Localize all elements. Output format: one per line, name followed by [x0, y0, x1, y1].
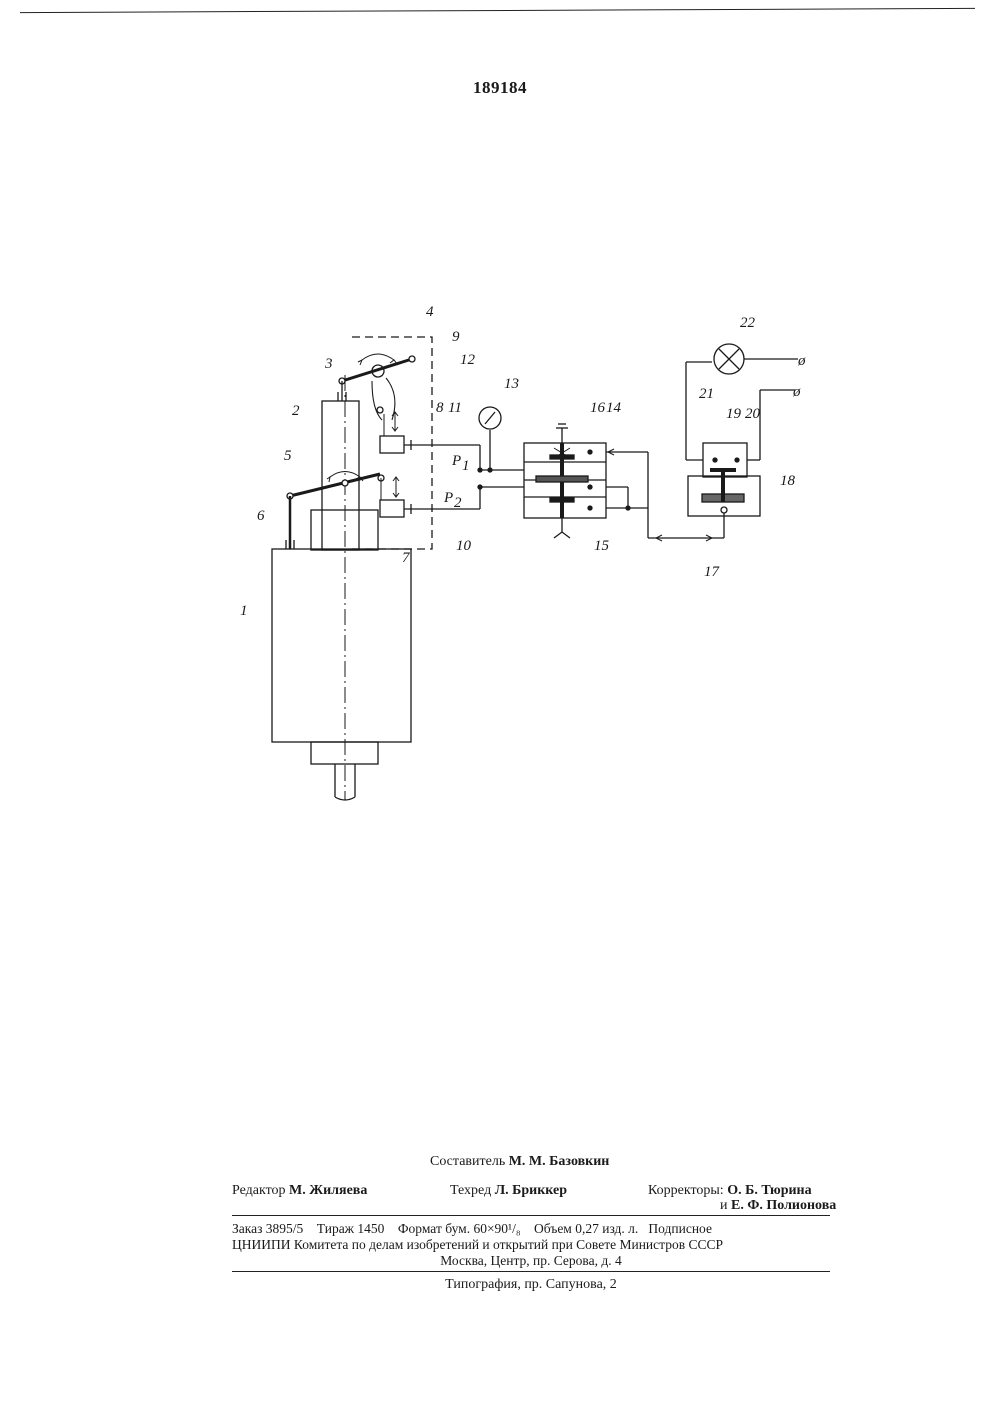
corrector-2-line: и Е. Ф. Полионова: [720, 1198, 836, 1214]
order-line: Заказ 3895/5 Тираж 1450 Формат бум. 60×9…: [232, 1221, 830, 1237]
technical-drawing: 1 2 3 4 5 6 7 8 9 10 11 12 13 14 15 16 1…: [0, 0, 1000, 1000]
correctors-line: Корректоры: О. Б. Тюрина: [648, 1183, 812, 1199]
terminal-bottom: ø: [792, 384, 801, 400]
label-19: 19: [726, 406, 742, 422]
label-13: 13: [504, 376, 519, 392]
label-p1: P: [451, 453, 461, 469]
label-4: 4: [426, 304, 434, 320]
label-17: 17: [704, 564, 721, 580]
label-21: 21: [699, 386, 714, 402]
corrector-2-prefix: и: [720, 1198, 728, 1213]
compiler-name: М. М. Базовкин: [509, 1154, 610, 1169]
label-20: 20: [745, 406, 761, 422]
label-9: 9: [452, 329, 460, 345]
footer-rule-top: [232, 1215, 830, 1216]
label-1: 1: [240, 603, 248, 619]
editor-name: М. Жиляева: [289, 1183, 367, 1198]
editor-line: Редактор М. Жиляева: [232, 1183, 367, 1199]
label-2: 2: [292, 403, 300, 419]
label-p2-sub: 2: [454, 495, 462, 511]
label-10: 10: [456, 538, 472, 554]
corrector-2: Е. Ф. Полионова: [731, 1198, 836, 1213]
sensor-7: [380, 500, 404, 517]
compiler-line: Составитель М. М. Базовкин: [430, 1154, 609, 1170]
footer-rule-bottom: [232, 1271, 830, 1272]
techred-line: Техред Л. Бриккер: [450, 1183, 567, 1199]
lever-4: [342, 359, 412, 381]
label-6: 6: [257, 508, 265, 524]
label-5: 5: [284, 448, 292, 464]
terminal-top: ø: [797, 353, 806, 369]
label-14: 14: [606, 400, 622, 416]
housing-body-1: [272, 549, 411, 742]
label-12: 12: [460, 352, 476, 368]
label-p1-sub: 1: [462, 458, 470, 474]
column-2: [322, 401, 359, 550]
label-22: 22: [740, 315, 756, 331]
printer-line: Типография, пр. Сапунова, 2: [232, 1277, 830, 1293]
label-16: 16: [590, 400, 606, 416]
org-line: ЦНИИПИ Комитета по делам изобретений и о…: [232, 1237, 723, 1253]
label-3: 3: [324, 356, 333, 372]
label-8: 8: [436, 400, 444, 416]
correctors-label: Корректоры:: [648, 1183, 724, 1198]
label-15: 15: [594, 538, 610, 554]
label-18: 18: [780, 473, 796, 489]
techred-name: Л. Бриккер: [495, 1183, 567, 1198]
label-p2: P: [443, 490, 453, 506]
lever-5: [290, 474, 380, 496]
compiler-label: Составитель: [430, 1154, 505, 1169]
techred-label: Техред: [450, 1183, 491, 1198]
editor-label: Редактор: [232, 1183, 286, 1198]
address-line: Москва, Центр, пр. Серова, д. 4: [232, 1253, 830, 1269]
label-11: 11: [448, 400, 462, 416]
sensor-8: [380, 436, 404, 453]
label-7: 7: [402, 550, 411, 566]
corrector-1: О. Б. Тюрина: [727, 1183, 811, 1198]
